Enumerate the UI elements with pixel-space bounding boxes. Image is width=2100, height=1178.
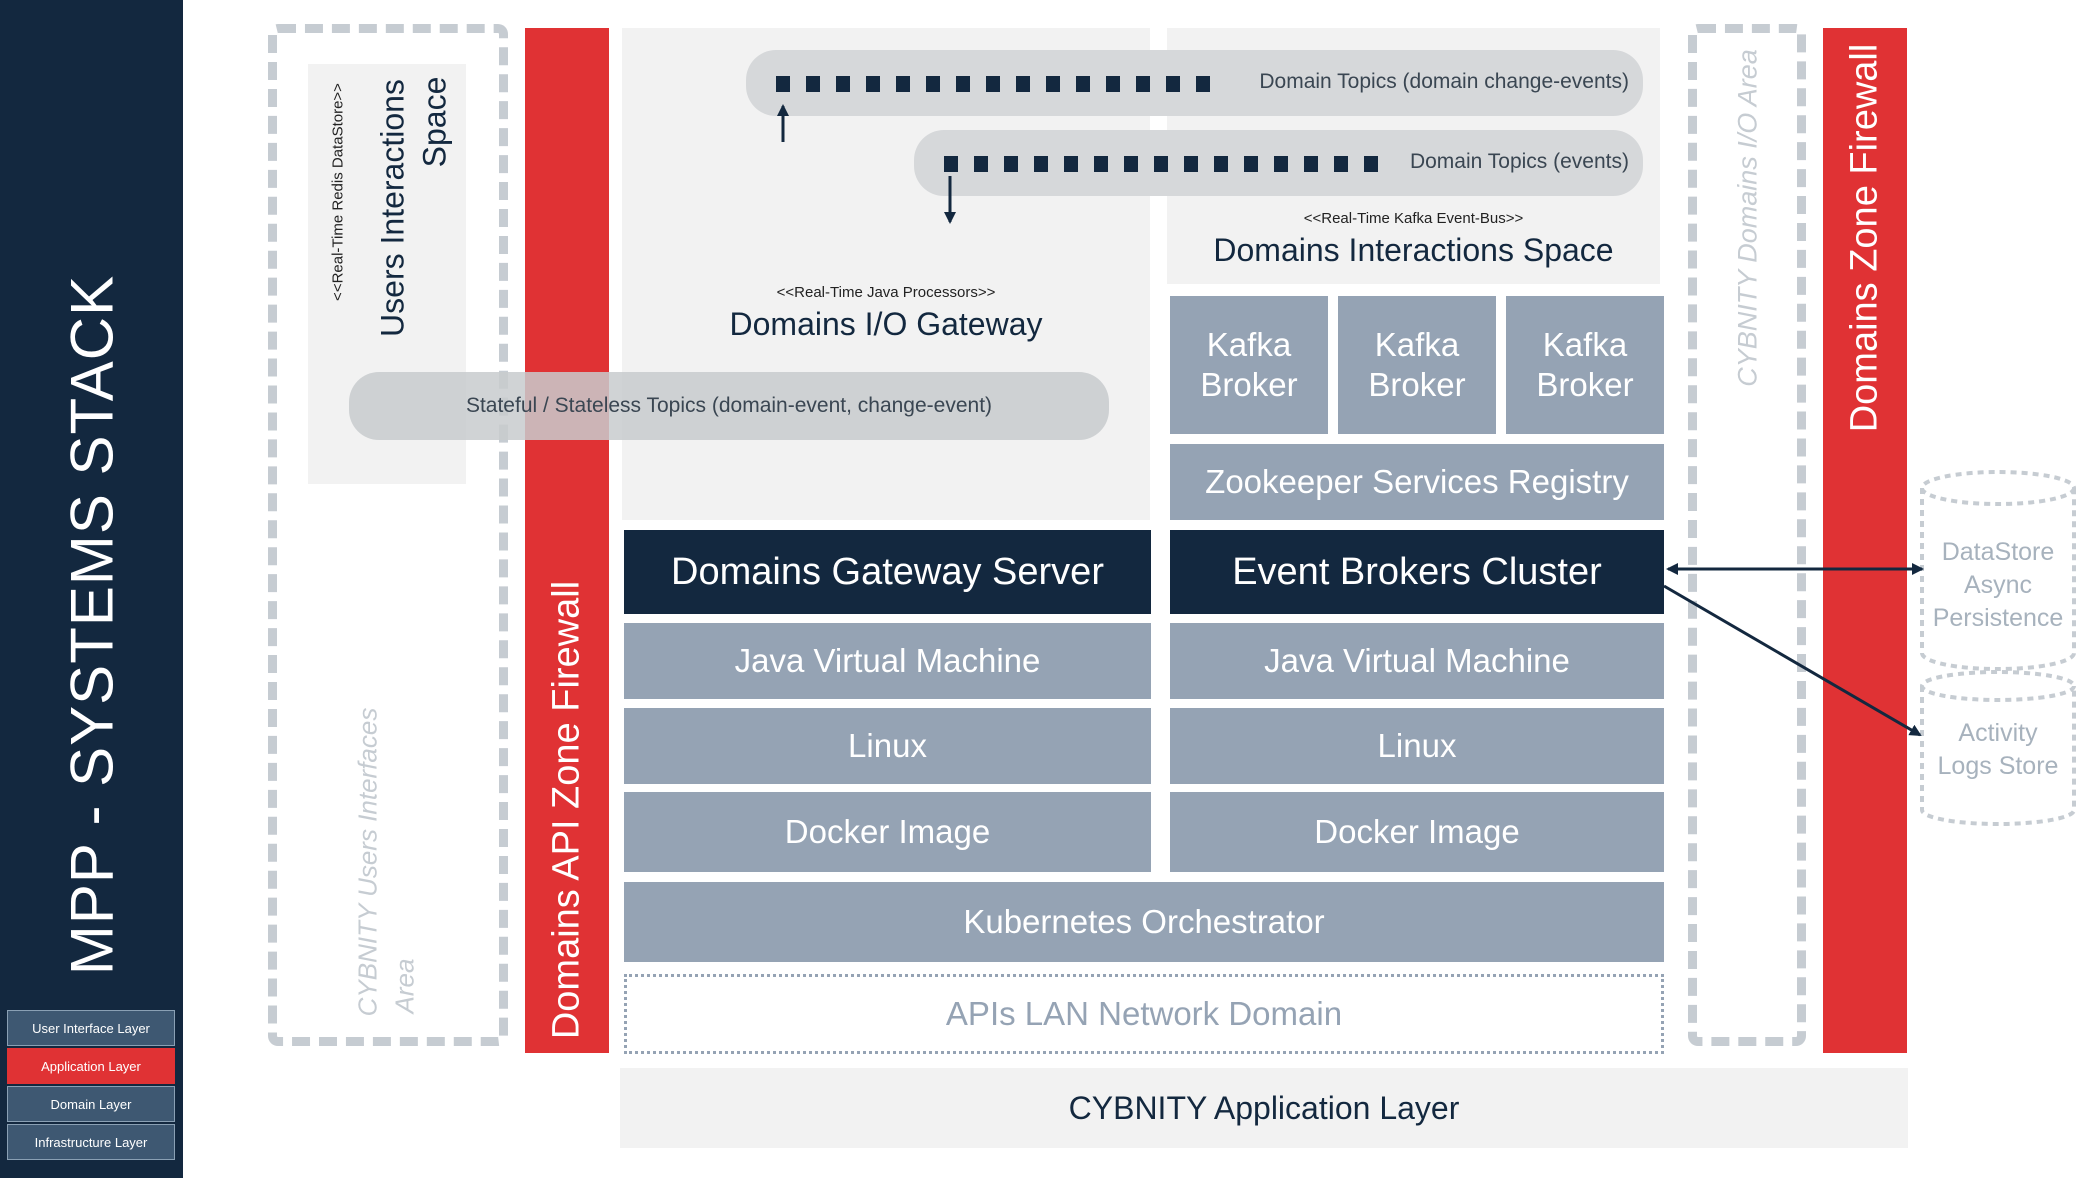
application-layer-label: CYBNITY Application Layer — [620, 1068, 1908, 1148]
topic-events-label: Domain Topics (events) — [1409, 150, 1629, 173]
activity-logs-store: Activity Logs Store — [1922, 712, 2074, 788]
kafka-broker-2: Kafka Broker — [1338, 296, 1496, 434]
domains-zone-firewall-label: Domains Zone Firewall — [1843, 43, 1886, 433]
topic-events-queue — [944, 156, 1384, 172]
layer-infrastructure: Infrastructure Layer — [7, 1124, 175, 1160]
users-space-title-2: Space — [416, 76, 453, 168]
datastore-async-persistence: DataStore Async Persistence — [1922, 530, 2074, 640]
kafka-broker-1-line2: Broker — [1200, 366, 1298, 403]
users-interfaces-area — [268, 24, 508, 1046]
api-zone-firewall — [525, 28, 609, 1053]
interactions-space-stereotype: <<Real-Time Kafka Event-Bus>> — [1303, 209, 1524, 227]
datastore-cylinder-icon — [1920, 470, 2076, 671]
domains-io-area — [1688, 24, 1806, 1046]
kafka-broker-1: Kafka Broker — [1170, 296, 1328, 434]
topic-change-events-queue — [776, 76, 1216, 92]
activity-logs-line2: Logs Store — [1937, 752, 2059, 780]
stateful-topics-pill: Stateful / Stateless Topics (domain-even… — [349, 372, 1109, 440]
datastore-line2: Async — [1963, 570, 2033, 599]
users-space-title: Users Interactions — [374, 79, 411, 337]
kafka-broker-2-line1: Kafka — [1374, 326, 1460, 363]
layer-domain: Domain Layer — [7, 1086, 175, 1122]
domains-io-area-label: CYBNITY Domains I/O Area — [1732, 49, 1763, 387]
left-docker-image: Docker Image — [624, 792, 1151, 872]
layer-application: Application Layer — [7, 1048, 175, 1084]
right-linux: Linux — [1170, 708, 1664, 784]
apis-lan-network: APIs LAN Network Domain — [624, 974, 1664, 1054]
users-space-stereotype: <<Real-Time Redis DataStore>> — [329, 83, 347, 301]
activity-logs-cylinder-icon — [1920, 670, 2076, 826]
right-docker-image: Docker Image — [1170, 792, 1664, 872]
datastores-shapes — [1920, 470, 2076, 826]
topic-events-pill: Domain Topics (events) — [914, 130, 1643, 196]
zookeeper-registry: Zookeeper Services Registry — [1170, 444, 1664, 520]
kafka-broker-3-line2: Broker — [1536, 366, 1634, 403]
users-interfaces-area-label: CYBNITY Users Interfaces — [352, 707, 383, 1017]
users-interfaces-area-label-2: Area — [389, 958, 420, 1014]
kafka-broker-2-line2: Broker — [1368, 366, 1466, 403]
event-brokers-cluster: Event Brokers Cluster — [1170, 530, 1664, 614]
activity-logs-line1: Activity — [1958, 719, 2038, 747]
datastore-line3: Persistence — [1932, 603, 2064, 632]
topic-change-events-pill: Domain Topics (domain change-events) — [746, 50, 1643, 116]
kafka-broker-3-line1: Kafka — [1542, 326, 1628, 363]
gateway-stereotype: <<Real-Time Java Processors>> — [776, 283, 996, 301]
interactions-space-title: Domains Interactions Space — [1213, 231, 1614, 268]
topic-change-events-label: Domain Topics (domain change-events) — [1259, 70, 1629, 93]
stack-title: MPP - SYSTEMS STACK — [58, 274, 126, 976]
left-linux: Linux — [624, 708, 1151, 784]
datastore-line1: DataStore — [1941, 537, 2055, 566]
left-jvm: Java Virtual Machine — [624, 623, 1151, 699]
kubernetes-orchestrator: Kubernetes Orchestrator — [624, 882, 1664, 962]
kafka-broker-3: Kafka Broker — [1506, 296, 1664, 434]
gateway-title: Domains I/O Gateway — [729, 305, 1043, 342]
kafka-broker-1-line1: Kafka — [1206, 326, 1292, 363]
right-jvm: Java Virtual Machine — [1170, 623, 1664, 699]
api-zone-firewall-label: Domains API Zone Firewall — [545, 580, 588, 1040]
domains-gateway-server: Domains Gateway Server — [624, 530, 1151, 614]
sidebar — [0, 0, 183, 1178]
layer-user-interface: User Interface Layer — [7, 1010, 175, 1046]
domains-zone-firewall — [1823, 28, 1907, 1053]
